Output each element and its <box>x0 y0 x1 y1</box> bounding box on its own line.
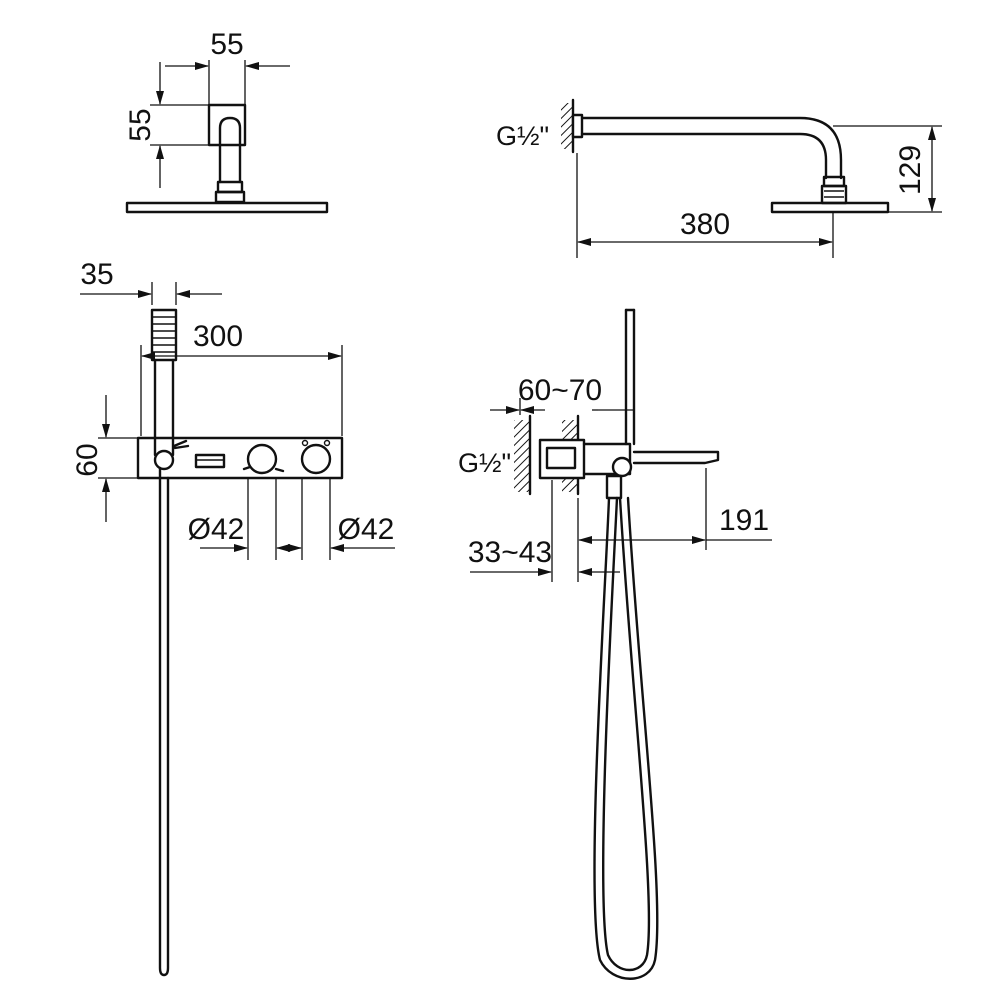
rain-head-plate <box>125 201 329 214</box>
diverter-button <box>194 453 226 469</box>
left-knob-lever <box>242 465 285 473</box>
dim-spout-length: 191 <box>719 504 769 537</box>
hose-connector <box>605 474 623 500</box>
dim-knob-right: Ø42 <box>338 513 395 546</box>
arm-joint <box>820 184 848 205</box>
hand-holder-clip <box>172 439 190 450</box>
label-thread-side: G½" <box>458 448 511 478</box>
label-thread-top: G½" <box>496 121 549 151</box>
side-hose-outlet <box>611 456 633 478</box>
shower-arm-bend <box>218 116 242 184</box>
arm-upper-edge <box>580 116 843 180</box>
swivel-nut <box>216 180 244 194</box>
dim-knob-left: Ø42 <box>188 513 245 546</box>
side-rain-head <box>770 201 890 214</box>
shower-head-front-view <box>125 60 329 214</box>
wall-flange <box>207 103 247 147</box>
dim-head-height: 55 <box>124 108 157 141</box>
side-hose-outer <box>593 496 659 980</box>
mixer-side-view <box>470 308 772 980</box>
arm-flange <box>571 113 584 139</box>
side-hose-inner <box>602 496 651 972</box>
hand-shower-hose <box>158 466 170 977</box>
panel-profile <box>582 442 632 476</box>
valve-cartridge <box>545 446 577 470</box>
left-knob <box>246 443 278 475</box>
hand-shower-head <box>150 308 178 362</box>
shower-arm-side-view <box>561 98 942 258</box>
dim-hand-width: 35 <box>80 258 113 291</box>
mixer-front-view <box>80 282 395 977</box>
bath-spout <box>632 450 720 465</box>
dim-panel-length: 300 <box>193 320 243 353</box>
right-knob <box>300 443 332 475</box>
dim-wall-depth: 60~70 <box>518 374 602 407</box>
swivel-joint <box>214 190 246 204</box>
wall-hatch-top <box>561 103 573 149</box>
mixer-panel <box>136 436 344 480</box>
dim-panel-height: 60 <box>71 443 104 476</box>
arm-lower-edge <box>580 132 828 180</box>
hose-outlet <box>153 449 175 471</box>
dim-arm-length: 380 <box>680 208 730 241</box>
wall-hatch-back <box>514 420 530 492</box>
dim-head-width: 55 <box>210 28 243 61</box>
dim-depth-range: 33~43 <box>468 536 552 569</box>
hand-shower-handle <box>153 358 175 457</box>
dim-arm-height: 129 <box>894 145 927 195</box>
